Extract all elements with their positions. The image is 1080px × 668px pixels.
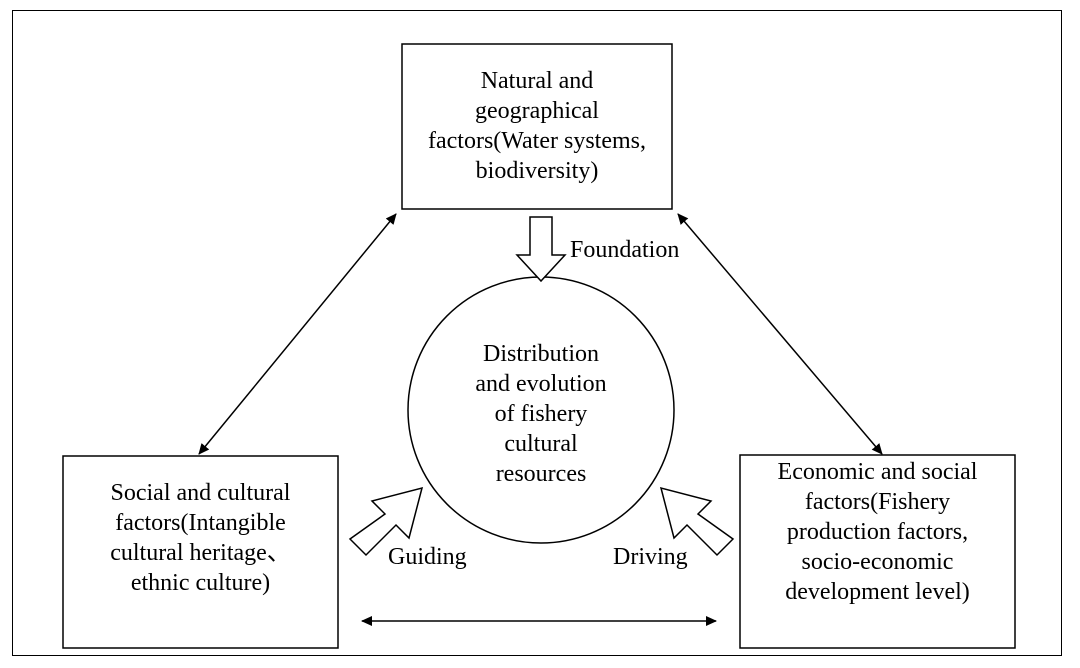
natural-factors-box [401,43,673,210]
economic-factors-text: Economic and social factors(Fishery prod… [777,459,978,605]
social-factors-box [62,455,339,649]
guiding-label: Guiding [388,544,467,570]
fishery-resources-text: Distribution and evolution of fishery cu… [475,341,607,487]
driving-label: Driving [613,544,688,570]
diagram-frame [12,10,1062,656]
social-factors-text: Social and cultural factors(Intangible c… [110,480,291,596]
economic-factors-box [739,454,1016,649]
guiding-arrow [348,486,424,557]
natural-factors-text: Natural and geographical factors(Water s… [428,68,646,184]
foundation-label: Foundation [570,237,680,263]
natural-social-connector [198,213,397,455]
driving-arrow [659,486,735,557]
foundation-arrow [515,216,567,283]
natural-economic-connector [677,213,883,455]
